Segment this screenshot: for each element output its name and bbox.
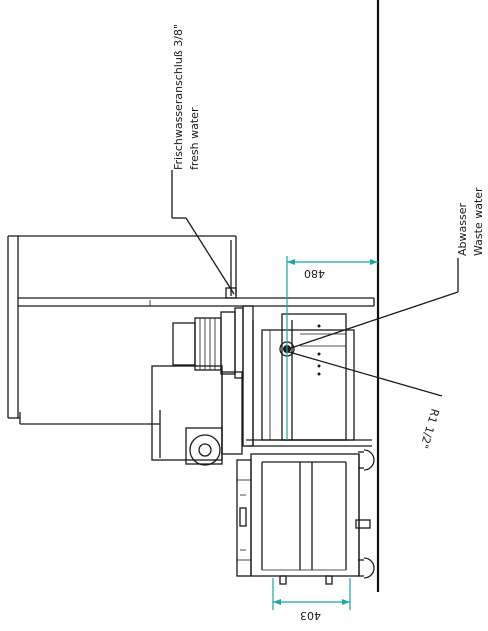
fresh-water-label-en: fresh water: [188, 107, 201, 170]
thread-label: R1 1/2": [417, 407, 441, 450]
gearbox: [151, 365, 243, 466]
castor-wheels: [279, 449, 375, 585]
dimension-480: [286, 256, 378, 440]
cabinet-outline: [7, 235, 237, 458]
dimension-403: [272, 578, 351, 610]
pump-housing: [236, 459, 252, 577]
waste-water-label-de: Abwasser: [456, 203, 469, 256]
thread-leader: [288, 351, 443, 397]
fresh-water-leader: [171, 170, 235, 295]
waste-water-label-en: Waste water: [472, 187, 485, 256]
motor: [172, 307, 244, 379]
waste-water-leader: [287, 258, 459, 350]
frame: [242, 305, 372, 447]
fresh-water-label-de: Frischwasseranschluß 3/8": [172, 24, 185, 170]
dimension-403-text: 403: [300, 609, 321, 622]
lower-body: [250, 453, 371, 577]
worktop: [18, 287, 375, 307]
dimension-480-text: 480: [304, 267, 325, 280]
